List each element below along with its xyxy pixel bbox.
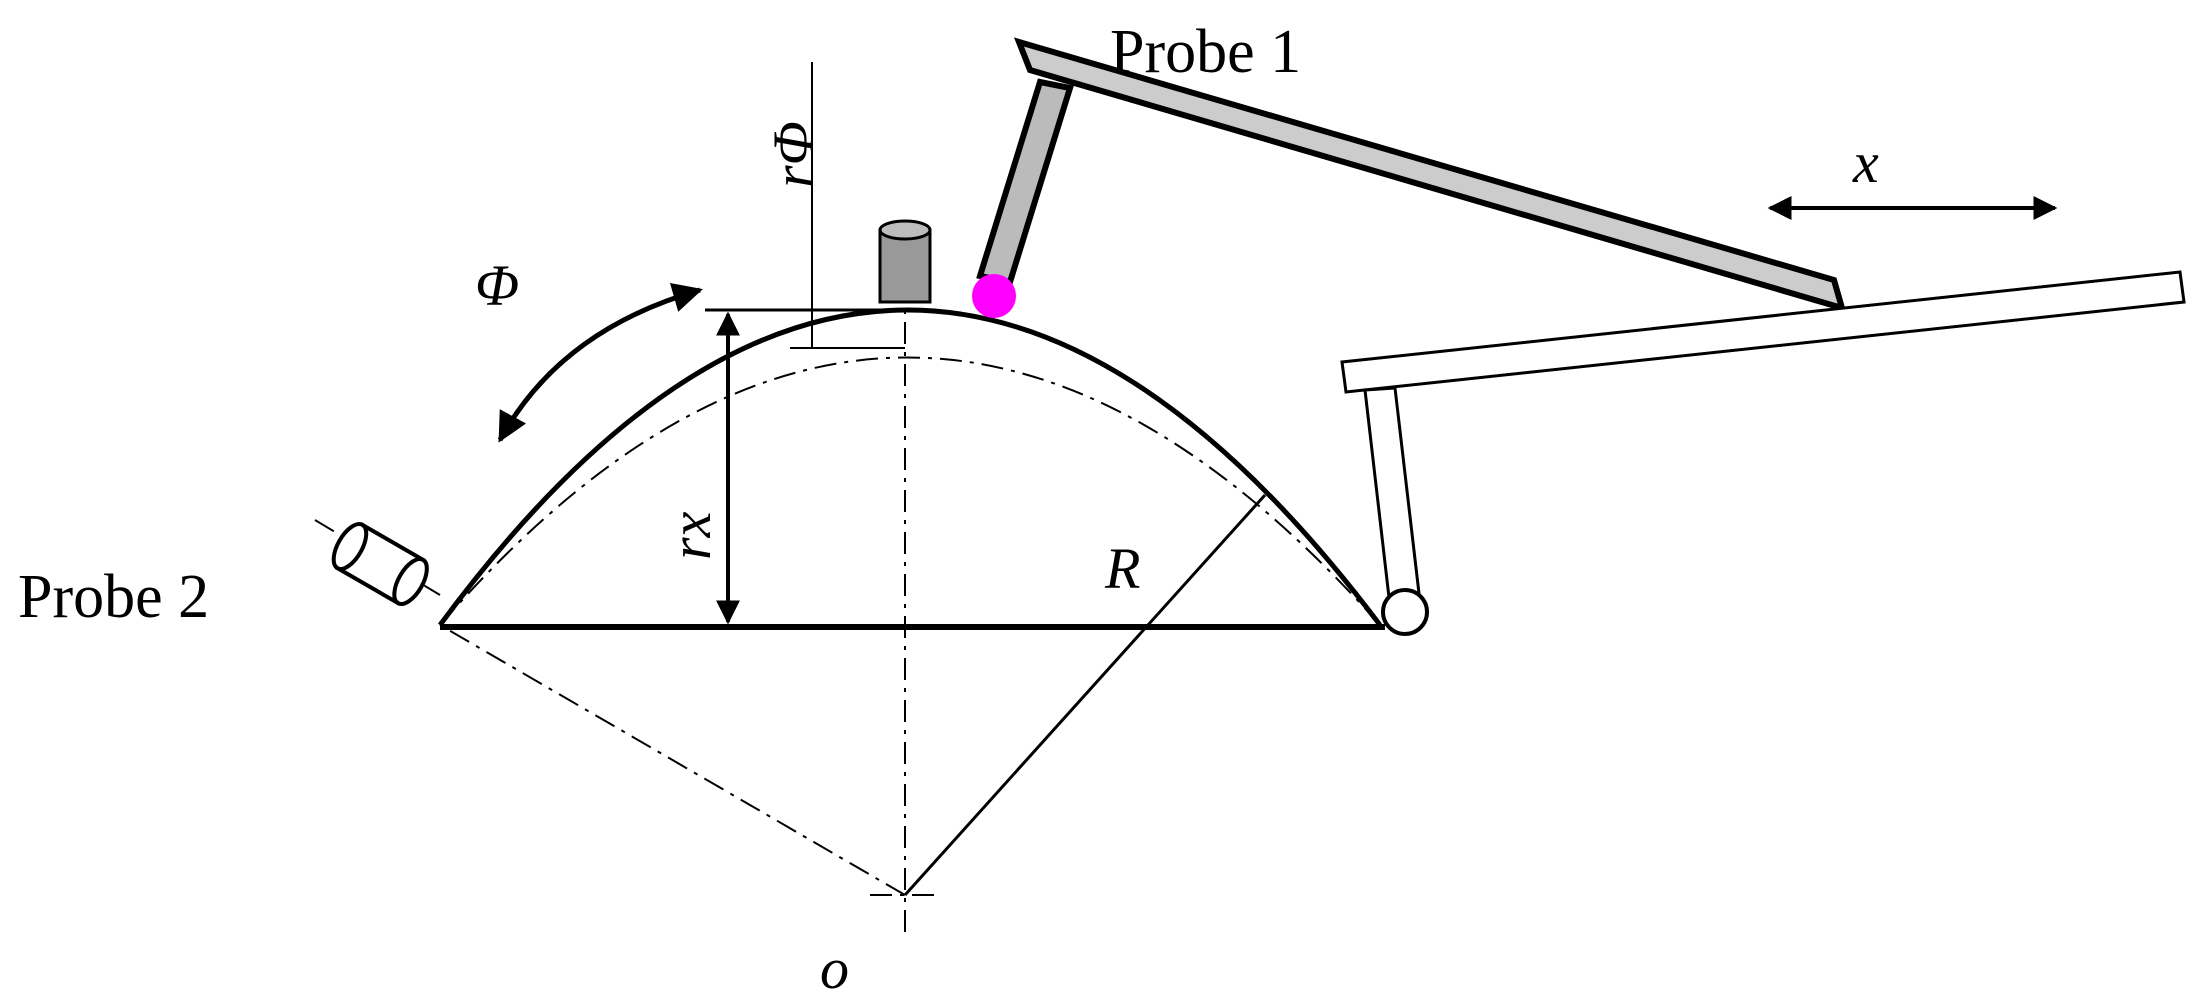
phi-label: Φ (475, 253, 519, 318)
radius-label: R (1104, 536, 1140, 601)
x-label: x (1852, 130, 1879, 195)
vertical-linkage-arm (1363, 386, 1422, 608)
hinge-pivot (1381, 588, 1429, 636)
radius-line (903, 493, 1267, 897)
phi-rotation-arrow (497, 283, 703, 443)
probe2-label: Probe 2 (18, 563, 209, 631)
spherical-cap-arc (437, 307, 1382, 627)
center-point-label: o (820, 936, 849, 1001)
upper-right-arm (1340, 270, 2186, 394)
top-cylinder-sensor (878, 219, 932, 304)
r-x-label: rx (658, 511, 723, 560)
probe1-stylus-bar (976, 78, 1074, 286)
right-linkage (1340, 270, 2186, 608)
construction-lines (314, 280, 1381, 935)
probe1-stylus-tip (972, 274, 1016, 318)
left-radius-line (439, 624, 906, 896)
probe2-sensor (331, 522, 429, 606)
probe1-label: Probe 1 (1110, 18, 1301, 86)
reference-lines (705, 62, 905, 349)
r-phi-label: rΦ (761, 121, 826, 188)
inner-reference-arc (439, 356, 1381, 626)
